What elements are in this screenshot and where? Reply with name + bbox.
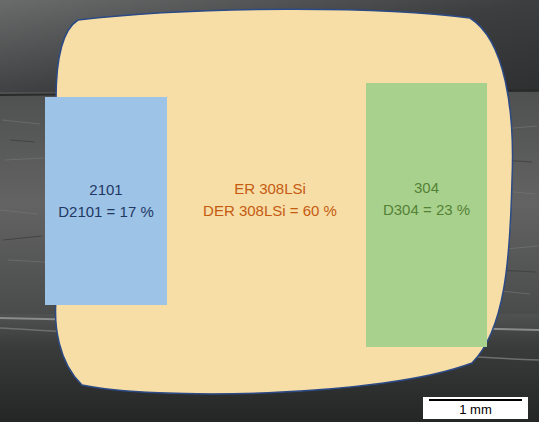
material-name: 304	[414, 177, 439, 199]
dilution-value: DER 308LSi = 60 %	[203, 200, 337, 222]
scale-bar: 1 mm	[423, 397, 528, 419]
dilution-value: D2101 = 17 %	[58, 201, 154, 223]
base-metal-box: 304D304 = 23 %	[366, 83, 487, 347]
material-name: 2101	[89, 179, 122, 201]
scale-label: 1 mm	[423, 402, 528, 417]
base-metal-box: 2101D2101 = 17 %	[45, 97, 167, 305]
material-name: ER 308LSi	[234, 178, 306, 200]
dilution-value: D304 = 23 %	[383, 199, 470, 221]
